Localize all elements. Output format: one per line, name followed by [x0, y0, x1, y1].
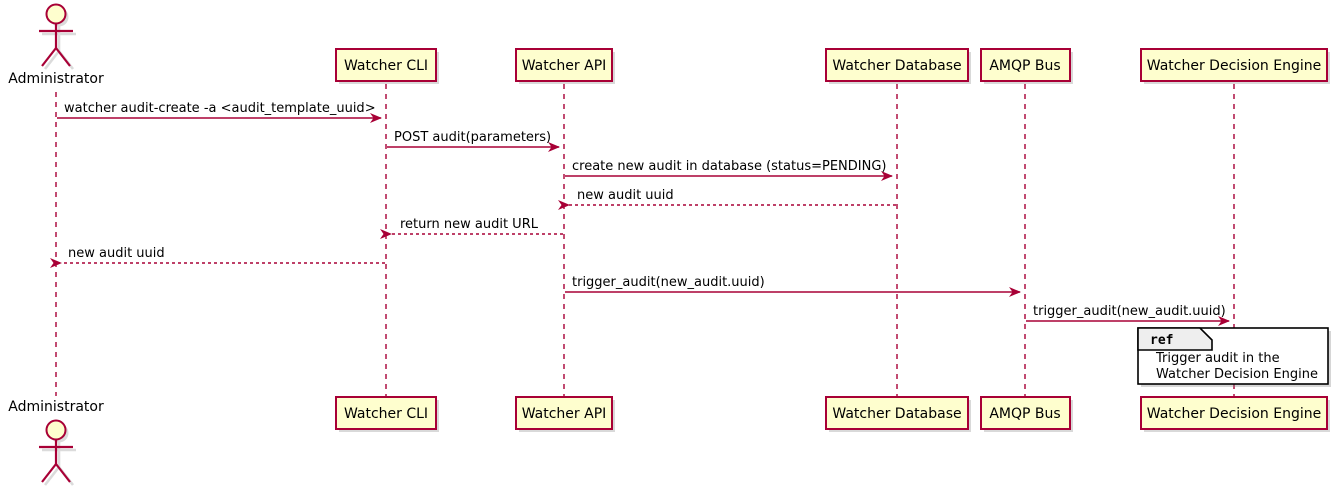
box-body [980, 48, 1071, 82]
actor-leg-right [55, 463, 71, 483]
participant-watcher-cli-bottom[interactable]: Watcher CLI [335, 396, 439, 432]
message-3-create-new-audit: create new audit in database (status=PEN… [565, 159, 893, 181]
participant-label-watcher-cli-bottom: Watcher CLI [344, 406, 428, 422]
participant-label-watcher-decision-engine-top: Watcher Decision Engine [1147, 58, 1321, 74]
box-body [335, 48, 437, 82]
box-body [515, 396, 613, 430]
participant-label-watcher-database-bottom: Watcher Database [832, 406, 961, 422]
message-7-trigger-audit-api-to-bus: trigger_audit(new_audit.uuid) [565, 275, 1021, 297]
actor-leg-left [41, 463, 57, 483]
participant-label-watcher-api-bottom: Watcher API [522, 406, 607, 422]
message-1-watcher-audit-create: watcher audit-create -a <audit_template_… [57, 101, 382, 123]
ref-fragment: ref Trigger audit in the Watcher Decisio… [1137, 327, 1331, 387]
message-2-post-audit: POST audit(parameters) [387, 130, 560, 152]
participant-label-watcher-decision-engine-bottom: Watcher Decision Engine [1147, 406, 1321, 422]
box-body [335, 396, 437, 430]
participant-label-watcher-api-top: Watcher API [522, 58, 607, 74]
message-8-trigger-audit-bus-to-engine: trigger_audit(new_audit.uuid) [1026, 304, 1230, 326]
box-body [980, 396, 1071, 430]
actor-leg-left [41, 47, 57, 67]
message-label: create new audit in database (status=PEN… [572, 159, 887, 174]
actor-head-icon [45, 3, 67, 25]
participant-watcher-database-top[interactable]: Watcher Database [825, 48, 971, 84]
ref-tab-label: ref [1150, 333, 1173, 348]
participant-watcher-api-bottom[interactable]: Watcher API [515, 396, 615, 432]
ref-body-line-1: Trigger audit in the [1155, 351, 1280, 366]
actor-leg-right [55, 47, 71, 67]
participant-label-amqp-bus-top: AMQP Bus [989, 58, 1060, 74]
participant-watcher-decision-engine-bottom[interactable]: Watcher Decision Engine [1140, 396, 1330, 432]
actor-label-administrator-top: Administrator [8, 71, 104, 87]
ref-tab [1137, 327, 1213, 351]
message-5-return-new-audit-url: return new audit URL [380, 217, 563, 239]
message-4-new-audit-uuid: new audit uuid [558, 188, 896, 210]
participant-amqp-bus-top[interactable]: AMQP Bus [980, 48, 1073, 84]
message-label: watcher audit-create -a <audit_template_… [64, 101, 376, 116]
participant-label-amqp-bus-bottom: AMQP Bus [989, 406, 1060, 422]
message-label: return new audit URL [400, 217, 539, 232]
participant-watcher-api-top[interactable]: Watcher API [515, 48, 615, 84]
box-body [825, 396, 969, 430]
ref-body-line-2: Watcher Decision Engine [1156, 367, 1318, 382]
actor-administrator-bottom[interactable]: Administrator [8, 399, 104, 486]
ref-body [1137, 327, 1329, 385]
lifelines-group [55, 84, 1235, 396]
actor-head-icon [45, 419, 67, 441]
participant-label-watcher-database-top: Watcher Database [832, 58, 961, 74]
actor-label-administrator-bottom: Administrator [8, 399, 104, 415]
box-body [515, 48, 613, 82]
actor-administrator-top[interactable]: Administrator [8, 3, 104, 88]
participant-label-watcher-cli-top: Watcher CLI [344, 58, 428, 74]
message-label: new audit uuid [577, 188, 674, 203]
participant-amqp-bus-bottom[interactable]: AMQP Bus [980, 396, 1073, 432]
participant-watcher-cli-top[interactable]: Watcher CLI [335, 48, 439, 84]
message-label: trigger_audit(new_audit.uuid) [1033, 304, 1226, 319]
message-label: new audit uuid [68, 246, 165, 261]
participant-watcher-database-bottom[interactable]: Watcher Database [825, 396, 971, 432]
box-body [1140, 48, 1328, 82]
message-6-new-audit-uuid: new audit uuid [50, 246, 385, 268]
box-body [825, 48, 969, 82]
participant-watcher-decision-engine-top[interactable]: Watcher Decision Engine [1140, 48, 1330, 84]
message-label: POST audit(parameters) [394, 130, 551, 145]
message-label: trigger_audit(new_audit.uuid) [572, 275, 765, 290]
box-body [1140, 396, 1328, 430]
